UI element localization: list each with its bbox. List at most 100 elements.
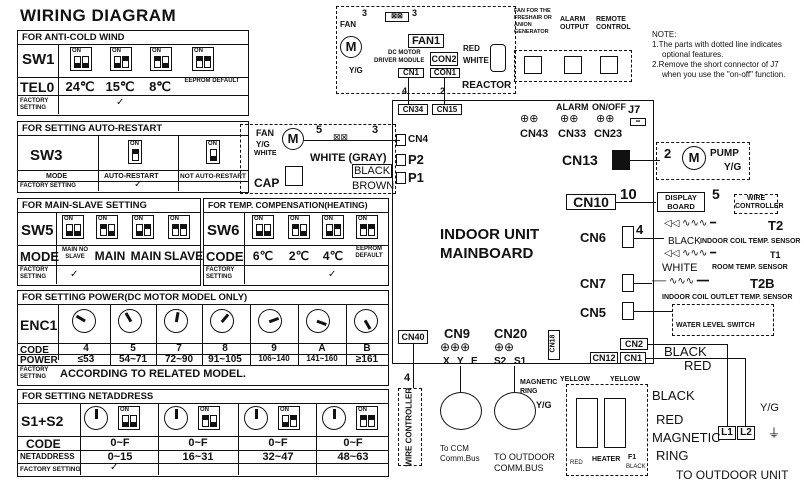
- sw5-check-icon: ✓: [70, 269, 79, 280]
- bottom-s2: S2: [494, 356, 507, 367]
- relay-icon-1: [524, 56, 542, 74]
- page-title: WIRING DIAGRAM: [20, 6, 177, 25]
- bottom-red3: RED: [570, 460, 583, 466]
- bottom-yg: Y/G: [536, 400, 552, 410]
- bottom-f1: F1: [628, 454, 637, 461]
- bottom-n4: 4: [404, 372, 411, 384]
- sw3-name: SW3: [30, 147, 63, 164]
- j7-jumper-icon: ••: [630, 118, 646, 126]
- mainboard-label-2: MAINBOARD: [440, 245, 534, 262]
- right-pump: PUMP: [710, 148, 739, 159]
- fan2-p2-pin: [396, 154, 406, 166]
- enc1-divider: [202, 304, 203, 365]
- fan2-fan: FAN: [256, 128, 274, 138]
- heater-box: [566, 384, 648, 476]
- enc1-code-4: 8: [222, 343, 228, 354]
- sw6-val-2: 2℃: [288, 249, 310, 263]
- bottom-wirectl: [398, 388, 422, 466]
- bottom-s1: S1: [514, 356, 527, 367]
- fan2-brown: BROWN: [352, 180, 395, 192]
- bottom-cn1: CN1: [620, 352, 646, 364]
- right-wire: WIRE CONTROLLER: [734, 194, 784, 214]
- notes-line2b: when you use the "on-off" function.: [662, 70, 786, 79]
- sw1-val-2: 15℃: [105, 79, 135, 94]
- right-n2: 2: [664, 146, 672, 161]
- right-cn5: CN5: [580, 305, 607, 320]
- sw6-dip-2: ON: [288, 215, 310, 239]
- fan2-motor-icon: M: [282, 128, 304, 150]
- bottom-black2: BLACK: [652, 388, 695, 403]
- sw6-val-4: EEPROM DEFAULT: [355, 246, 383, 259]
- right-cn6: CN6: [580, 230, 607, 245]
- enc1-power-6: 141~160: [306, 354, 338, 363]
- cn5-plug-icon: [622, 302, 634, 320]
- sw5-val-1: MAIN NO SLAVE: [62, 247, 88, 260]
- s1s2-check-icon: ✓: [110, 462, 119, 473]
- sw1-val-3: 8℃: [149, 79, 171, 94]
- enc1-power: POWER: [20, 355, 58, 366]
- enc1-code-3: 7: [176, 343, 182, 354]
- enc1-power-3: 72~90: [164, 354, 194, 365]
- top-onoff: ON/OFF: [592, 102, 626, 112]
- top-driver: DRIVER MODULE: [374, 58, 425, 64]
- bottom-red: RED: [684, 358, 712, 373]
- fan2-n3: 3: [372, 124, 379, 136]
- t2b-sensor-icon: ── ∿∿∿ ━━: [652, 276, 709, 287]
- s1s2-range-2: 16~31: [182, 451, 214, 463]
- cn9-terminals-icon: ⊕⊕⊕: [440, 340, 471, 354]
- right-t2: T2: [768, 218, 784, 233]
- enc1-code: CODE: [20, 345, 49, 356]
- bottom-black: BLACK: [664, 344, 707, 359]
- sw1-dip-4: ON: [192, 47, 214, 71]
- sw3-factory: FACTORY SETTING: [20, 183, 76, 189]
- top-j7: J7: [628, 104, 641, 116]
- top-alarmout: ALARM OUTPUT: [560, 16, 589, 31]
- bottom-cn12: CN12: [590, 352, 618, 364]
- cn6-plug-icon: [622, 226, 634, 248]
- enc1-code-6: A: [318, 343, 326, 354]
- s1s2-factory: FACTORY SETTING: [20, 466, 81, 473]
- right-display: DISPLAY BOARD: [657, 192, 705, 212]
- sw6-factory: FACTORY SETTING: [206, 267, 235, 280]
- bottom-l1: L1: [718, 426, 736, 440]
- top-motor-icon: M: [340, 36, 362, 58]
- bottom-wirectl-text: WIRE CONTROLLER: [404, 387, 414, 467]
- top-white: WHITE: [463, 56, 489, 65]
- s1s2-code-4: 0~F: [343, 437, 363, 449]
- relay-icon-3: [600, 56, 618, 74]
- bottom-heater: HEATER: [592, 456, 621, 463]
- bottom-yellow1: YELLOW: [560, 376, 590, 383]
- heater-relay-2: [604, 398, 626, 448]
- enc1-rotary-3: [162, 307, 190, 335]
- right-n5: 5: [712, 186, 720, 202]
- sw6-check-icon: ✓: [328, 269, 337, 280]
- top-remote: REMOTE CONTROL: [596, 16, 631, 31]
- terminal-cn23-icon: ⊕⊕: [596, 113, 615, 125]
- sw1-dip-2: ON: [110, 47, 132, 71]
- sw5-dip-4: ON: [168, 215, 190, 239]
- s2-dip-4: ON: [356, 406, 378, 430]
- notes-line2: 2.Remove the short connector of J7: [652, 60, 779, 69]
- top-connector-icon: ⊠⊠: [385, 12, 409, 22]
- sw5-val-3: MAIN: [130, 249, 162, 263]
- bottom-cn40: CN40: [398, 330, 428, 344]
- top-fresh: FAN FOR THE FRESHAIR OR ANION GENERATOR: [514, 8, 552, 35]
- t2-sensor-icon: ◁◁ ∿∿∿ ━: [664, 218, 717, 229]
- s1-rotary-2: [164, 406, 188, 430]
- notes: NOTE: 1.The parts with dotted line indic…: [652, 30, 802, 80]
- fan2-whitegray: WHITE (GRAY): [310, 152, 387, 164]
- right-t1: T1: [770, 250, 781, 260]
- sw5-val-2: MAIN: [94, 249, 126, 263]
- bottom-yellow2: YELLOW: [610, 376, 640, 383]
- pump-box: [656, 142, 750, 180]
- enc1-according: ACCORDING TO RELATED MODEL.: [60, 368, 246, 380]
- enc1-rotary-1: [67, 304, 101, 338]
- bottom-l2: L2: [737, 426, 755, 440]
- top-reactor: REACTOR: [462, 80, 512, 91]
- top-n3a: 3: [362, 8, 368, 18]
- s1-rotary-1: [84, 406, 108, 430]
- sw3-panel: FOR SETTING AUTO-RESTART SW3 ON ON MODE …: [17, 121, 249, 193]
- top-alarm: ALARM: [556, 102, 589, 112]
- bottom-y: Y: [457, 356, 464, 367]
- bottom-magring: MAGNETIC RING: [520, 379, 558, 395]
